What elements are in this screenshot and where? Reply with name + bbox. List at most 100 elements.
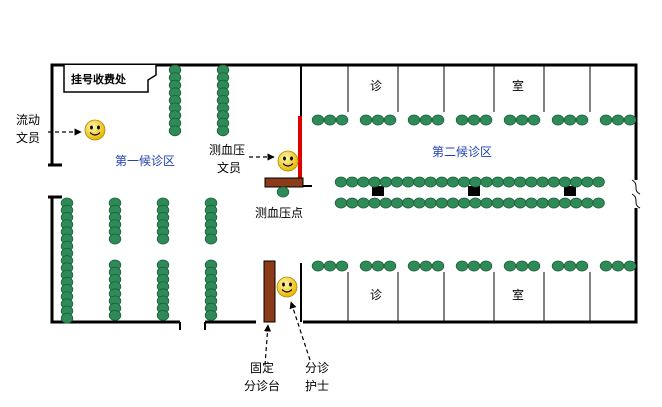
seat-icon xyxy=(581,176,594,188)
seat-icon xyxy=(334,197,348,209)
seat-icon xyxy=(379,176,393,188)
seat-icon xyxy=(108,309,122,321)
room-top-label-1: 诊 xyxy=(370,79,383,93)
seat-icon xyxy=(383,260,397,272)
seat-icon xyxy=(623,260,637,272)
seat-icon xyxy=(335,114,349,126)
bp-desk xyxy=(264,177,304,188)
seat-icon xyxy=(204,233,218,245)
seat-icon xyxy=(216,125,230,137)
seat-icon xyxy=(525,197,538,209)
seats xyxy=(60,64,637,324)
registration-label: 挂号收费处 xyxy=(71,73,126,86)
seat-icon xyxy=(431,260,445,272)
bp-seat-icon xyxy=(276,186,290,198)
exam-rooms-top xyxy=(347,65,591,112)
seat-icon xyxy=(536,176,549,188)
seat-icon xyxy=(491,197,505,209)
seat-icon xyxy=(458,176,471,188)
seat-icon xyxy=(357,176,370,188)
bp-clerk-label-line1: 测血压 xyxy=(209,143,246,157)
seat-icon xyxy=(383,114,397,126)
seat-icon xyxy=(60,312,74,324)
seat-icon xyxy=(413,176,426,188)
room-bottom-label-1: 诊 xyxy=(370,288,383,302)
bp-point-label: 测血压点 xyxy=(255,206,304,220)
seat-icon xyxy=(335,260,349,272)
seat-icon xyxy=(599,260,613,272)
seat-icon xyxy=(407,114,421,126)
room-top-label-2: 室 xyxy=(512,79,525,93)
seat-icon xyxy=(503,260,517,272)
seat-icon xyxy=(558,197,572,209)
fixed-desk-label-line2: 分诊台 xyxy=(244,379,281,393)
seat-icon xyxy=(323,114,337,126)
seat-icon xyxy=(536,197,549,209)
seat-icon xyxy=(592,176,605,188)
seat-icon xyxy=(467,114,481,126)
seat-icon xyxy=(435,197,449,209)
arrow-fixed-desk xyxy=(263,324,272,366)
seat-icon xyxy=(390,176,404,188)
triage-nurse-label-line1: 分诊 xyxy=(305,361,330,375)
seat-icon xyxy=(479,260,493,272)
seat-icon xyxy=(527,260,541,272)
seat-icon xyxy=(480,197,493,209)
seat-icon xyxy=(458,197,471,209)
seat-icon xyxy=(491,176,505,188)
seat-icon xyxy=(525,176,538,188)
seat-icon xyxy=(311,114,325,126)
seat-icon xyxy=(455,260,469,272)
fixed-desk-label-line1: 固定 xyxy=(250,361,275,375)
seat-icon xyxy=(402,176,415,188)
mobile-clerk-label-line1: 流动 xyxy=(16,113,41,127)
seat-icon xyxy=(515,260,529,272)
seat-icon xyxy=(527,114,541,126)
seat-icon xyxy=(623,114,637,126)
seat-icon xyxy=(469,176,482,188)
dashed-arrows xyxy=(48,128,311,366)
seat-icon xyxy=(469,197,482,209)
seat-icon xyxy=(547,176,561,188)
seat-icon xyxy=(424,176,437,188)
seat-icon xyxy=(480,176,493,188)
seat-icon xyxy=(575,260,589,272)
seat-icon xyxy=(390,197,404,209)
seat-icon xyxy=(204,309,218,321)
seat-icon xyxy=(575,114,589,126)
door-gap xyxy=(631,179,641,209)
center-bench-blocks xyxy=(372,186,576,196)
waiting-area-1-label: 第一候诊区 xyxy=(115,154,176,168)
registration-box xyxy=(63,65,157,93)
seat-icon xyxy=(419,114,433,126)
seat-icon xyxy=(334,176,348,188)
seat-icon xyxy=(611,260,625,272)
seat-icon xyxy=(359,260,373,272)
seat-icon xyxy=(346,197,359,209)
seat-icon xyxy=(515,114,529,126)
seat-icon xyxy=(467,260,481,272)
seat-icon xyxy=(431,114,445,126)
bp-partition xyxy=(298,116,302,178)
mobile-clerk-label-line2: 文员 xyxy=(16,131,41,145)
seat-icon xyxy=(479,114,493,126)
seat-icon xyxy=(413,197,426,209)
seat-icon xyxy=(346,176,359,188)
seat-icon xyxy=(424,197,437,209)
room-bottom-label-2: 室 xyxy=(512,288,525,302)
triage-nurse-smiley-icon xyxy=(276,276,298,298)
seat-icon xyxy=(371,260,385,272)
seat-icon xyxy=(547,197,561,209)
seat-icon xyxy=(455,114,469,126)
outer-walls xyxy=(48,63,638,324)
seat-icon xyxy=(168,125,182,137)
seat-icon xyxy=(407,260,421,272)
seat-icon xyxy=(419,260,433,272)
seat-icon xyxy=(563,114,577,126)
seat-icon xyxy=(502,197,516,209)
fixed-triage-desk xyxy=(263,260,276,323)
exam-rooms-bottom xyxy=(347,272,591,322)
seat-icon xyxy=(379,197,393,209)
seat-icon xyxy=(323,260,337,272)
seat-icon xyxy=(514,197,527,209)
